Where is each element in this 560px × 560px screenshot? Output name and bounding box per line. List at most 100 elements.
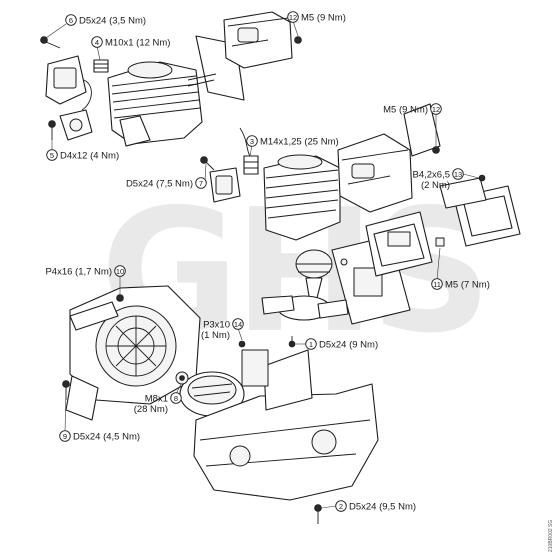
piston-and-crankshaft (261, 249, 349, 321)
intake-flange-upper (59, 109, 93, 141)
callout-6: 6 D5x24 (3,5 Nm) (45, 14, 146, 39)
leader-line (321, 505, 337, 509)
callout-number-badge (246, 135, 258, 147)
callout-number: 11 (433, 280, 441, 289)
callout-text: P4x16 (1,7 Nm) (45, 266, 112, 277)
callout-number-badge (195, 177, 207, 189)
callout-number: 7 (199, 179, 203, 188)
cylinder-upper-assembly (107, 61, 203, 147)
flywheel (179, 371, 245, 417)
screw-10 (116, 294, 124, 302)
fan-housing (69, 285, 201, 405)
callout-text: D5x24 (3,5 Nm) (79, 15, 146, 26)
callout-text: M5 (7 Nm) (445, 279, 490, 290)
callout-number: 9 (63, 432, 67, 441)
callout-number: 5 (50, 151, 54, 160)
leader-line (45, 23, 67, 39)
callout-text-line2: (28 Nm) (134, 404, 168, 415)
nut-12-upper (294, 36, 302, 44)
callout-2: 2 D5x24 (9,5 Nm) (321, 500, 416, 512)
callout-number-badge (65, 14, 77, 26)
callout-text: M10x1 (12 Nm) (105, 37, 170, 48)
spark-plug-middle (239, 127, 259, 175)
callout-number: 1 (309, 340, 313, 349)
callout-number-badge (46, 149, 58, 161)
callout-text: D5x24 (9,5 Nm) (349, 501, 416, 512)
cylinder-middle-assembly (263, 154, 341, 241)
callout-number-badge (59, 430, 71, 442)
callout-number-badge (232, 318, 244, 330)
callout-number: 14 (234, 320, 242, 329)
callout-number: 12 (289, 13, 297, 22)
callout-number: 6 (69, 16, 73, 25)
callout-number-badge (335, 500, 347, 512)
callout-9: 9 D5x24 (4,5 Nm) (59, 387, 140, 442)
nut-12-middle (432, 146, 440, 154)
callout-10: 10 P4x16 (1,7 Nm) (45, 265, 126, 294)
heat-shield-plate (365, 211, 433, 277)
nut-8 (175, 371, 189, 385)
leader-line (204, 163, 207, 181)
callout-3: 3 M14x1,25 (25 Nm) (246, 135, 339, 157)
callout-text: D4x12 (4 Nm) (60, 150, 119, 161)
muffler-middle (337, 133, 413, 213)
screw-6 (40, 36, 61, 49)
callout-text: D5x24 (4,5 Nm) (73, 431, 140, 442)
leader-line (436, 247, 441, 281)
callout-4: 4 M10x1 (12 Nm) (91, 36, 170, 61)
leader-line (249, 144, 253, 157)
callout-number: 2 (339, 502, 343, 511)
callout-number-badge (287, 11, 299, 23)
callout-text: M5 (9 Nm) (301, 12, 346, 23)
muffler-cover (439, 177, 521, 247)
screw-2 (314, 504, 322, 524)
callout-number-badge (430, 103, 442, 115)
muffler-heat-shield (403, 103, 441, 157)
callout-text: P3x10 (203, 319, 230, 330)
leader-line (292, 20, 299, 37)
callout-text: D5x24 (7,5 Nm) (126, 178, 193, 189)
ignition-module (45, 55, 92, 111)
callout-14: 14 P3x10(1 Nm) (201, 318, 244, 341)
callout-number-badge (91, 36, 103, 48)
callout-text: M14x1,25 (25 Nm) (260, 136, 339, 147)
callout-number-badge (452, 168, 464, 180)
callout-number: 8 (174, 394, 178, 403)
screw-14 (238, 340, 246, 348)
muffler-upper (223, 11, 293, 69)
callout-number: 13 (454, 170, 462, 179)
leader-line (64, 387, 67, 433)
starter-handle (69, 301, 119, 331)
callout-number-badge (114, 265, 126, 277)
nut-11 (435, 237, 445, 247)
fan-housing-side-cover (65, 375, 99, 421)
leader-line (96, 45, 101, 61)
callout-text-line2: (2 Nm) (421, 180, 450, 191)
screw-7 (200, 156, 215, 171)
callout-number-badge (431, 278, 443, 290)
callout-text: B4,2x6,5 (413, 169, 451, 180)
callout-number: 3 (250, 137, 254, 146)
callout-12: 12 M5 (9 Nm) (287, 11, 346, 37)
callout-text-line2: (1 Nm) (201, 330, 230, 341)
spark-plug-upper (93, 59, 109, 73)
crankcase (193, 349, 379, 501)
callout-5: 5 D4x12 (4 Nm) (46, 128, 119, 161)
leader-line (237, 327, 243, 341)
callout-number: 10 (116, 267, 124, 276)
leader-line (462, 173, 480, 179)
callout-12: 12 M5 (9 Nm) (383, 103, 442, 146)
callout-number-badge (305, 338, 317, 350)
screw-13 (478, 174, 486, 182)
image-code: 210BR002 SG (548, 520, 554, 552)
callout-number: 12 (432, 105, 440, 114)
callout-text: M5 (9 Nm) (383, 104, 428, 115)
callout-number-badge (170, 392, 182, 404)
callout-7: 7 D5x24 (7,5 Nm) (126, 163, 207, 189)
callout-number: 4 (95, 38, 99, 47)
